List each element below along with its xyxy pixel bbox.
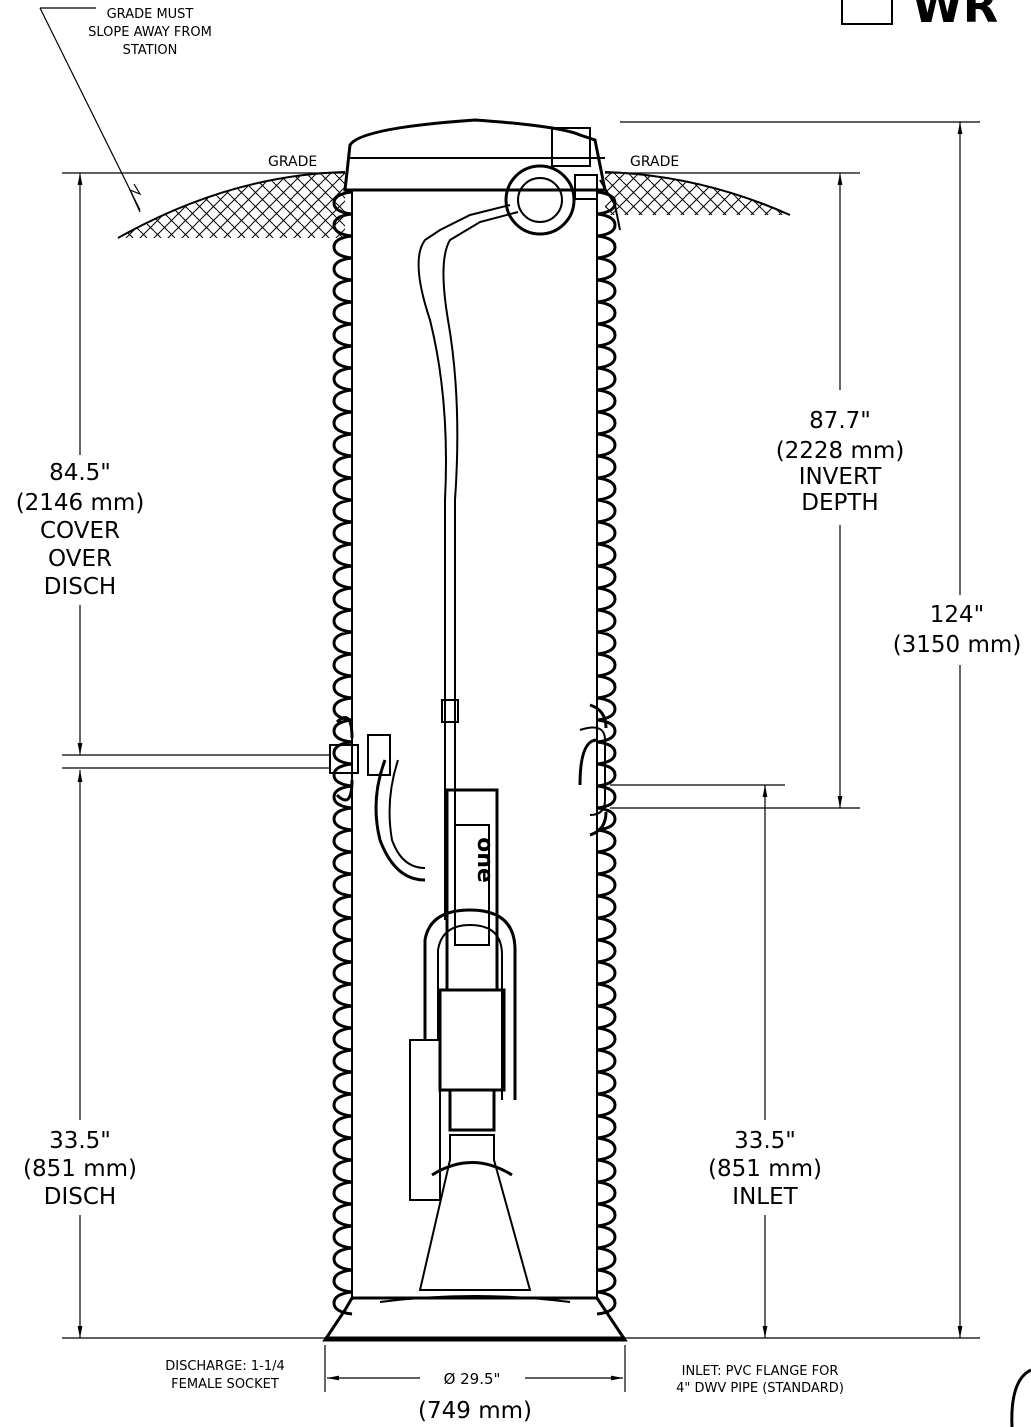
title-text: WR	[912, 0, 998, 33]
disch-height-inches: 33.5"	[49, 1128, 111, 1154]
cover-over-disch-inches: 84.5"	[49, 460, 111, 486]
grade-left-label: GRADE	[268, 154, 317, 170]
total-height-mm: (3150 mm)	[893, 632, 1022, 658]
discharge-fitting	[329, 716, 391, 802]
disch-height-mm: (851 mm)	[23, 1156, 137, 1182]
discharge-spec-line-1: DISCHARGE: 1-1/4	[165, 1359, 285, 1374]
slope-note-line-3: STATION	[123, 43, 178, 58]
grinder-pump: one	[409, 788, 532, 1291]
pump-cable	[417, 204, 511, 920]
slope-note-line-2: SLOPE AWAY FROM	[88, 25, 212, 40]
station-lid	[343, 118, 607, 192]
grade-right-label: GRADE	[630, 154, 679, 170]
cover-over-disch-label-3: DISCH	[44, 574, 116, 600]
title-block: WR	[841, 0, 998, 33]
cover-over-disch-mm: (2146 mm)	[16, 490, 145, 516]
discharge-loop	[423, 908, 517, 1100]
disch-height-label: DISCH	[44, 1184, 116, 1210]
grade-left: GRADE	[62, 154, 346, 239]
grade-right: GRADE	[604, 154, 860, 216]
partial-logo-mark	[1010, 1368, 1031, 1427]
slope-note-line-1: GRADE MUST	[107, 7, 194, 22]
tank-base	[322, 1295, 628, 1342]
tank-walls	[332, 190, 617, 1316]
junction-box	[504, 164, 621, 236]
invert-depth-label-1: INVERT	[799, 464, 883, 490]
diameter-mm: (749 mm)	[418, 1398, 532, 1424]
pump-brand-text: one	[472, 837, 497, 883]
inlet-spec-line-1: INLET: PVC FLANGE FOR	[682, 1364, 839, 1379]
inlet-spec-line-2: 4" DWV PIPE (STANDARD)	[676, 1381, 844, 1396]
discharge-spec-line-2: FEMALE SOCKET	[171, 1377, 279, 1392]
cover-over-disch-label-2: OVER	[48, 546, 112, 572]
cover-over-disch-label-1: COVER	[40, 518, 120, 544]
inlet-fitting	[578, 703, 608, 837]
invert-depth-inches: 87.7"	[809, 408, 871, 434]
inlet-height-mm: (851 mm)	[708, 1156, 822, 1182]
total-height-inches: 124"	[930, 602, 984, 628]
invert-depth-mm: (2228 mm)	[776, 438, 905, 464]
diameter-inches: Ø 29.5"	[444, 1370, 501, 1388]
slope-leader	[39, 7, 142, 213]
invert-depth-label-2: DEPTH	[801, 490, 878, 516]
inlet-height-label: INLET	[732, 1184, 798, 1210]
inlet-height-inches: 33.5"	[734, 1128, 796, 1154]
